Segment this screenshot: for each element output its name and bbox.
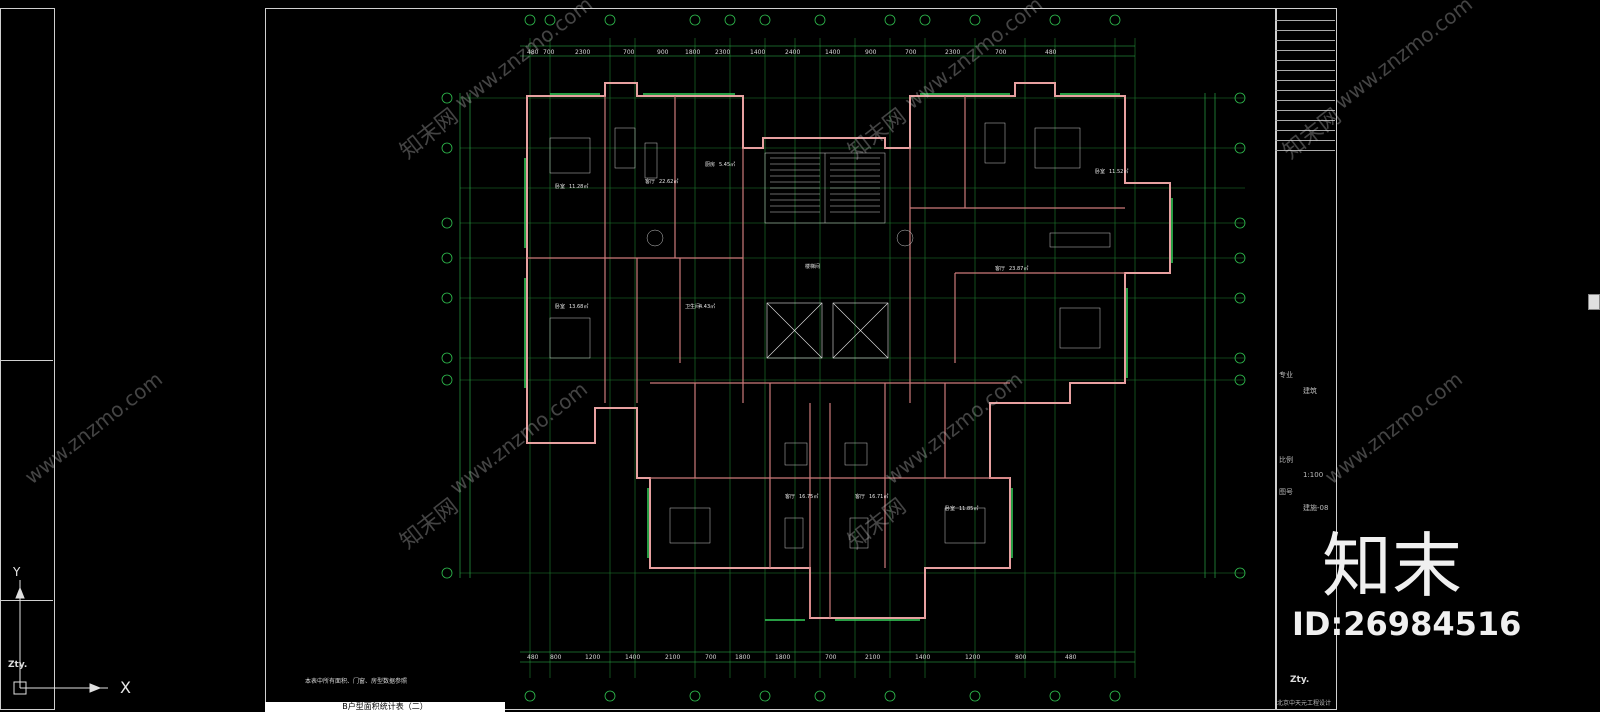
ucs-icon	[13, 580, 108, 695]
title-block-rule	[1275, 20, 1335, 21]
title-block-rule	[1275, 40, 1335, 41]
dimension-label: 480	[527, 654, 539, 661]
title-block-rule	[1275, 130, 1335, 131]
dimension-label: 1800	[775, 654, 790, 661]
dimension-label: 700	[905, 49, 917, 56]
notes-line: 本表中所有面积、门窗、房型数据参照	[305, 677, 407, 685]
x-axis-label: X	[120, 678, 131, 697]
dimension-label: 1800	[735, 654, 750, 661]
room-area: 11.52㎡	[1109, 168, 1128, 175]
title-block-rule	[1275, 60, 1335, 61]
room-area: 16.71㎡	[869, 493, 888, 500]
room-name: 客厅	[645, 178, 655, 185]
title-block-rule	[1275, 90, 1335, 91]
title-block-company: 北京中天元工程设计	[1277, 700, 1332, 707]
dimension-label: 900	[657, 49, 669, 56]
dimension-label: 700	[623, 49, 635, 56]
dimension-label: 1800	[685, 49, 700, 56]
room-area: 11.85㎡	[959, 505, 978, 512]
drawing-caption: B户型面积统计表（二）	[265, 702, 505, 712]
title-block-logo: Zty.	[1290, 675, 1310, 685]
stairs-label: 楼梯间	[805, 263, 820, 270]
title-block-rule	[1275, 30, 1335, 31]
dimension-label: 900	[865, 49, 877, 56]
dimension-label: 480	[1045, 49, 1057, 56]
dimension-label: 800	[1015, 654, 1027, 661]
room-name: 客厅	[995, 265, 1005, 272]
title-block-rule	[1275, 100, 1335, 101]
title-block-cell: 比例	[1279, 456, 1293, 464]
title-block-rule	[1275, 120, 1335, 121]
left-strip-divider	[0, 600, 53, 601]
dimension-label: 2100	[865, 654, 880, 661]
room-name: 厨房	[705, 161, 715, 168]
dimension-label: 700	[825, 654, 837, 661]
watermark-url: www.znzmo.com	[1320, 366, 1467, 489]
title-block	[1275, 8, 1337, 710]
title-block-rule	[1275, 150, 1335, 151]
dimension-label: 1400	[625, 654, 640, 661]
dimension-label: 480	[1065, 654, 1077, 661]
title-block-rule	[1275, 70, 1335, 71]
title-block-rule	[1275, 140, 1335, 141]
dimension-label: 1200	[585, 654, 600, 661]
room-name: 卧室	[555, 183, 565, 190]
y-axis-label: Y	[13, 565, 21, 579]
room-area: 11.28㎡	[569, 183, 588, 190]
dimension-label: 480	[527, 49, 539, 56]
room-name: 卫生间	[685, 303, 700, 310]
title-block-cell: 建筑	[1303, 387, 1317, 395]
left-strip-logo: Zty.	[8, 660, 28, 670]
dimension-label: 2100	[665, 654, 680, 661]
dimension-label: 800	[550, 654, 562, 661]
room-area: 5.45㎡	[719, 161, 735, 168]
room-name: 卧室	[1095, 168, 1105, 175]
room-area: 16.75㎡	[799, 493, 818, 500]
dimension-label: 1400	[750, 49, 765, 56]
title-block-cell: 建施-08	[1303, 504, 1329, 512]
dimension-label: 1400	[825, 49, 840, 56]
dimension-label: 2300	[945, 49, 960, 56]
title-block-rule	[1275, 110, 1335, 111]
title-block-rule	[1275, 80, 1335, 81]
dimension-label: 2300	[715, 49, 730, 56]
room-area: 13.68㎡	[569, 303, 588, 310]
watermark-id: ID:26984516	[1292, 605, 1522, 643]
room-area: 4.43㎡	[699, 303, 715, 310]
scrollbar-thumb[interactable]	[1588, 294, 1600, 310]
room-area: 22.62㎡	[659, 178, 678, 185]
title-block-cell: 1:100	[1303, 471, 1324, 479]
room-area: 23.87㎡	[1009, 265, 1028, 272]
watermark-brand: 知末	[1322, 525, 1462, 607]
dimension-label: 2300	[575, 49, 590, 56]
title-block-cell: 专业	[1279, 371, 1293, 379]
room-name: 客厅	[855, 493, 865, 500]
dimension-label: 1200	[965, 654, 980, 661]
room-name: 卧室	[945, 505, 955, 512]
watermark-url: www.znzmo.com	[1330, 0, 1477, 114]
dimension-label: 700	[995, 49, 1007, 56]
room-name: 客厅	[785, 493, 795, 500]
floor-plan: 480 700 2300 700 900 1800 2300 1400 2400 1400 900 7…	[305, 14, 1246, 702]
dimension-label: 700	[705, 654, 717, 661]
room-name: 卧室	[555, 303, 565, 310]
dimension-label: 2400	[785, 49, 800, 56]
dimension-label: 1400	[915, 654, 930, 661]
left-title-strip	[0, 8, 55, 710]
drawing-frame	[265, 8, 1277, 710]
left-strip-divider	[0, 360, 53, 361]
title-block-rule	[1275, 50, 1335, 51]
dimension-label: 700	[543, 49, 555, 56]
title-block-cell: 图号	[1279, 488, 1293, 496]
